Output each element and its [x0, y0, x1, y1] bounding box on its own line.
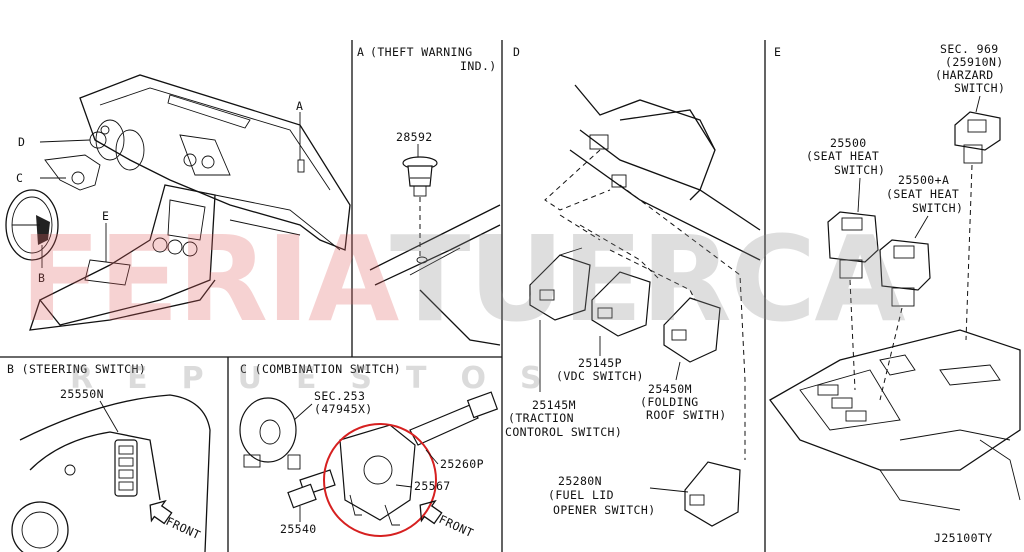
sec969-label-line2: (25910N) [945, 55, 1004, 69]
lighting-switch-stalk [287, 469, 336, 509]
part-25145M-label-line1: 25145M [532, 398, 576, 412]
section-a-title-line1: (THEFT WARNING [370, 45, 473, 59]
dashboard-overview-illustration [5, 74, 351, 331]
part-25280N-label-line3: OPENER SWITCH) [553, 503, 656, 517]
seat-heat-switch-right [879, 239, 931, 307]
vdc-switch [591, 271, 651, 337]
part-25450M-label-line2: (FOLDING [640, 395, 699, 409]
diagram-code: J25100TY [934, 531, 993, 545]
wiper-switch-stalk [409, 391, 499, 446]
combination-switch-body [339, 424, 416, 526]
callout-b: B [38, 271, 45, 285]
part-25500-label-line3: SWITCH) [834, 163, 885, 177]
panel-dividers [0, 40, 766, 552]
part-25550N-label: 25550N [60, 387, 104, 401]
part-25260P-label: 25260P [440, 457, 484, 471]
part-25500A-label-line2: (SEAT HEAT [886, 187, 959, 201]
watermark-grey-word: TUERCA [390, 210, 905, 348]
part-25567-label: 25567 [414, 479, 451, 493]
section-d-letter: D [513, 45, 520, 59]
part-25450M-label-line3: ROOF SWITH) [646, 408, 727, 422]
callout-d: D [18, 135, 25, 149]
front-label-c: FRONT [437, 512, 476, 540]
center-console-illustration [769, 329, 1021, 511]
part-25500-label-line2: (SEAT HEAT [806, 149, 879, 163]
section-b-title: B (STEERING SWITCH) [7, 362, 146, 376]
folding-roof-switch [663, 297, 721, 363]
part-25540-label: 25540 [280, 522, 317, 536]
sec253-label-line1: SEC.253 [314, 389, 365, 403]
fuel-lid-opener-switch [684, 461, 741, 527]
section-c-title: C (COMBINATION SWITCH) [240, 362, 401, 376]
watermark-subtitle: REPUESTOS [70, 361, 576, 396]
part-25280N-label-line2: (FUEL LID [548, 488, 614, 502]
hazard-switch [954, 111, 1001, 164]
part-25450M-label-line1: 25450M [648, 382, 692, 396]
theft-warning-indicator [402, 156, 438, 197]
section-e-letter: E [774, 45, 781, 59]
section-e: E SEC. 969 (25910N) (HARZARD SWITCH) 255… [769, 42, 1021, 545]
part-28592-label: 28592 [396, 130, 433, 144]
part-25500-label-line1: 25500 [830, 136, 867, 150]
watermark-red-word: FERIA [20, 210, 399, 348]
section-d: D 25145M (TRAC [505, 45, 761, 527]
part-25500A-label-line1: 25500+A [898, 173, 949, 187]
highlight-circle [323, 423, 437, 537]
callout-c: C [16, 171, 23, 185]
section-a: A (THEFT WARNING IND.) 28592 [357, 45, 501, 346]
sec969-label-line4: SWITCH) [954, 81, 1005, 95]
callout-a: A [296, 99, 303, 113]
callout-e: E [102, 209, 109, 223]
seat-heat-switch-left [827, 211, 879, 279]
spiral-cable [239, 397, 301, 470]
overview-callouts: A D C E B [16, 99, 303, 285]
steering-switch-buttons [114, 439, 138, 497]
watermark: FERIA TUERCA REPUESTOS [20, 210, 907, 396]
sec253-label-line2: (47945X) [314, 402, 373, 416]
sec969-label-line3: (HARZARD [935, 68, 994, 82]
part-25145P-label-line2: (VDC SWITCH) [556, 369, 644, 383]
traction-control-switch [529, 247, 591, 321]
part-25145P-label-line1: 25145P [578, 356, 622, 370]
front-label-b: FRONT [164, 514, 203, 542]
part-25500A-label-line3: SWITCH) [912, 201, 963, 215]
section-a-letter: A [357, 45, 364, 59]
section-c: C (COMBINATION SWITCH) SEC.253 (47945X) … [239, 362, 499, 540]
sec969-label-line1: SEC. 969 [940, 42, 999, 56]
part-25145M-label-line3: CONTOROL SWITCH) [505, 425, 622, 439]
part-25145M-label-line2: (TRACTION [508, 411, 574, 425]
part-25280N-label-line1: 25280N [558, 474, 602, 488]
section-a-title-line2: IND.) [460, 59, 497, 73]
